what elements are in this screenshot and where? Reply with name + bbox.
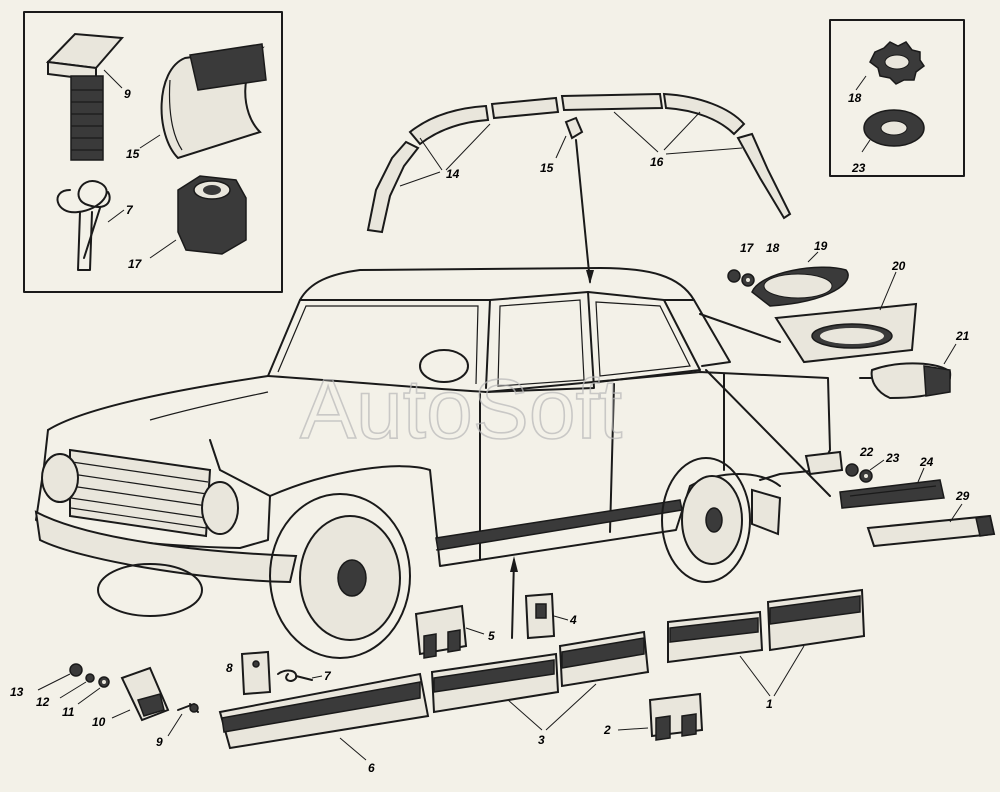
clip-4-part	[524, 592, 556, 640]
label-1: 1	[766, 697, 773, 711]
label-19: 19	[814, 239, 828, 253]
label-13: 13	[10, 685, 24, 699]
label-17-inset: 17	[128, 257, 143, 271]
nut-13-part	[69, 663, 83, 677]
label-18-inset: 18	[848, 91, 862, 105]
label-14: 14	[446, 167, 460, 181]
watermark: AutoSoft	[300, 362, 622, 456]
reflector-24-part	[839, 479, 945, 509]
nut-22-part	[845, 463, 859, 477]
label-22: 22	[859, 445, 874, 459]
lamp-housing-20-part	[774, 302, 918, 364]
lamp-21-part	[859, 362, 952, 400]
clip-5-part	[414, 604, 468, 659]
label-23-inset: 23	[851, 161, 866, 175]
label-4: 4	[569, 613, 577, 627]
flat-washer-part	[863, 109, 925, 147]
label-3: 3	[538, 733, 545, 747]
spring-clip-part	[56, 180, 111, 271]
label-18: 18	[766, 241, 780, 255]
car-body	[34, 267, 844, 659]
label-8: 8	[226, 661, 233, 675]
label-2: 2	[603, 723, 611, 737]
trim-29-part	[866, 514, 996, 548]
roof-drip-moldings	[366, 92, 792, 234]
washer-23-part	[859, 469, 873, 483]
clip-part	[160, 43, 267, 160]
label-17: 17	[740, 241, 755, 255]
label-10: 10	[92, 715, 106, 729]
label-16: 16	[650, 155, 664, 169]
label-9: 9	[156, 735, 163, 749]
spring-clip-7-part	[277, 669, 313, 682]
sill-moldings	[218, 588, 866, 750]
bolt-9-part	[177, 703, 199, 713]
inset-box-fasteners: 9 15 7 17	[23, 11, 283, 293]
washer-18-part	[741, 273, 755, 287]
label-21: 21	[955, 329, 970, 343]
label-24: 24	[919, 455, 934, 469]
lamp-lens-19-part	[751, 266, 849, 307]
label-5: 5	[488, 629, 495, 643]
label-11: 11	[62, 705, 75, 719]
label-9-inset: 9	[124, 87, 131, 101]
label-20: 20	[891, 259, 906, 273]
label-29: 29	[955, 489, 970, 503]
label-23: 23	[885, 451, 900, 465]
label-15-inset: 15	[126, 147, 140, 161]
label-12: 12	[36, 695, 50, 709]
clip-10-part	[120, 666, 170, 722]
roof-clip-part	[564, 116, 584, 140]
label-6: 6	[368, 761, 375, 775]
label-15-roof: 15	[540, 161, 554, 175]
label-7: 7	[324, 669, 332, 683]
clip-2-part	[648, 692, 704, 741]
washer-11-part	[98, 676, 110, 688]
clip-8-part	[240, 650, 272, 696]
t-bolt-part	[45, 32, 125, 161]
nut-17-part	[727, 269, 741, 283]
label-7-inset: 7	[126, 203, 134, 217]
lock-washer-part	[869, 41, 926, 85]
hex-nut-part	[177, 175, 247, 255]
inset-box-washers: 18 23	[829, 19, 965, 177]
washer-12-part	[85, 673, 95, 683]
